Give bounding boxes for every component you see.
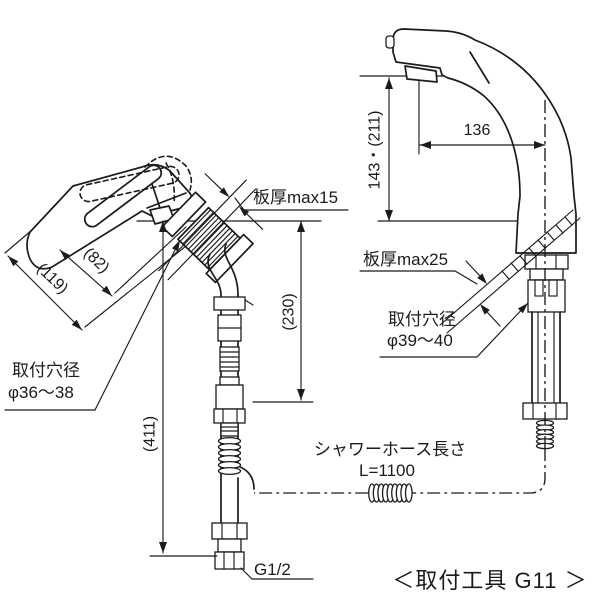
mount-step — [529, 268, 564, 281]
counter-plate-right — [439, 209, 581, 334]
dim-label-136: 136 — [464, 122, 491, 139]
label-hose-length-2: L=1100 — [359, 461, 415, 480]
dim-label-143-211: 143・(211) — [367, 111, 384, 190]
aerator-right — [404, 65, 438, 83]
dim-143-211: 143・(211) — [367, 77, 393, 222]
faucet-body-right — [392, 28, 577, 254]
dim-label-119: (119) — [33, 260, 71, 297]
head-seam-right — [469, 51, 490, 84]
ext-line — [114, 226, 187, 294]
hose-exit-curve — [237, 465, 255, 490]
thread-tip — [220, 422, 239, 437]
head-dashed-arc — [144, 155, 193, 191]
label-footer-tool: ＜取付工具 G11 ＞ — [392, 568, 587, 593]
label-hole-title-left: 取付穴径 — [12, 361, 80, 380]
connector-nut — [211, 522, 248, 540]
label-hole-range-right: φ39～40 — [387, 331, 453, 350]
left-view-drawing: (119) (82) (411) (230) 板厚max15 — [4, 155, 349, 580]
plate-hatching — [501, 216, 573, 280]
g12-hex-nut — [214, 551, 245, 570]
dim-411: (411) — [142, 220, 218, 557]
shower-hose-centerline — [254, 448, 546, 494]
hose-length-label: シャワーホース長さ L=1100 — [314, 440, 466, 480]
label-hose-length-1: シャワーホース長さ — [314, 440, 466, 459]
pipe-clamp — [213, 296, 246, 311]
connector-body — [217, 538, 242, 553]
label-hole-title-right: 取付穴径 — [388, 310, 456, 329]
dashed-head-line — [165, 162, 176, 205]
label-g12-thread: G1/2 — [254, 560, 291, 579]
callout-hole-right: 取付穴径 φ39～40 — [379, 302, 529, 358]
clamp-body — [527, 279, 566, 313]
callout-plate-max25: 板厚max25 — [359, 250, 501, 327]
ribbed-section — [219, 346, 240, 372]
spray-switch-button — [385, 35, 395, 49]
callout-plate-max15: 板厚max15 — [234, 188, 349, 211]
hose-coil-symbol — [368, 483, 413, 503]
ext-line — [84, 237, 197, 328]
ext-line — [4, 229, 33, 254]
hose-socket — [215, 384, 244, 410]
clamp-slot — [534, 279, 544, 297]
dim-136: 136 — [419, 122, 546, 149]
hex-fitting — [213, 408, 246, 424]
fitting-step — [219, 376, 240, 386]
face-plate-line — [146, 192, 187, 209]
coil-spring — [217, 436, 242, 476]
dim-label-230: (230) — [281, 293, 298, 330]
label-hole-range-left: φ36～38 — [8, 383, 74, 402]
leader-arrow — [172, 240, 180, 252]
dim-label-411: (411) — [142, 416, 159, 452]
plate-bottom-line — [167, 188, 257, 281]
hole-leader-left — [94, 239, 181, 411]
escutcheon-collar — [161, 191, 207, 238]
right-view-drawing: 136 143・(211) 板厚max25 取付穴径 φ39～40 — [254, 28, 581, 503]
dim-230: (230) — [252, 220, 314, 403]
label-plate-max15: 板厚max15 — [253, 188, 338, 207]
supply-pipe-left — [207, 243, 255, 570]
plate-top-line — [158, 179, 247, 272]
lever-handle — [83, 164, 163, 228]
thread-hatching — [179, 209, 239, 269]
mount-nut — [524, 254, 569, 270]
lever-handle-dashed — [79, 165, 180, 203]
dim-119: (119) — [7, 255, 83, 331]
callout-g12: G1/2 — [240, 560, 314, 580]
callout-hole-left: 取付穴径 φ36～38 — [4, 361, 96, 411]
clamp-slot — [548, 279, 558, 297]
label-plate-max25: 板厚max25 — [363, 250, 448, 269]
